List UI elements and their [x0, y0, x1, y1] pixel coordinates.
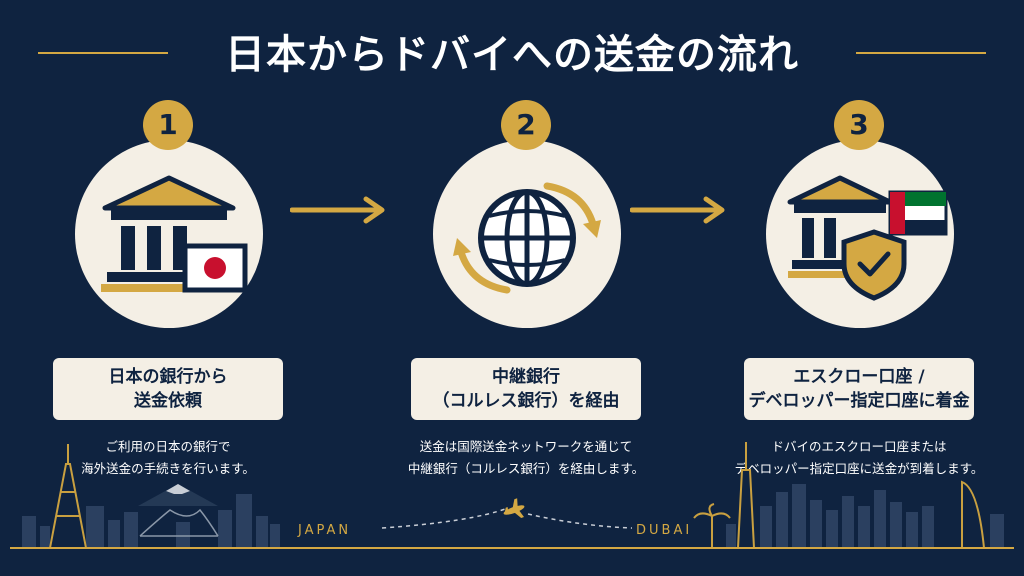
- title-row: 日本からドバイへの送金の流れ: [0, 18, 1024, 82]
- tokyo-skyline: [22, 484, 280, 548]
- flight-path-left: [381, 507, 509, 529]
- step-3-desc-line2: デベロッパー指定口座に送金が到着します。: [734, 461, 984, 476]
- skyline-illustration: [10, 442, 1014, 549]
- page-title: 日本からドバイへの送金の流れ: [225, 32, 799, 78]
- title-line-left: [38, 52, 168, 54]
- step-1-icon-circle: [75, 140, 263, 328]
- step-3-label-line2: デベロッパー指定口座に着金: [748, 391, 970, 411]
- step-2-label-line2: （コルレス銀行）を経由: [432, 391, 620, 411]
- step-3-icon-circle: [766, 140, 954, 328]
- step-2-description: 送金は国際送金ネットワークを通じて 中継銀行（コルレス銀行）を経由します。: [391, 436, 661, 480]
- title-line-right: [856, 52, 986, 54]
- globe-exchange-icon: [453, 182, 601, 294]
- bridge-icon: [139, 508, 219, 537]
- step-2-icon-circle: [433, 140, 621, 328]
- bank-japan-icon: [101, 175, 248, 293]
- arrow-right-icon: [290, 196, 385, 224]
- burj-al-arab-icon: [961, 480, 985, 549]
- burj-khalifa-icon: [737, 442, 755, 549]
- step-2-label: 中継銀行 （コルレス銀行）を経由: [411, 358, 641, 420]
- tokyo-tower-icon: [49, 444, 87, 549]
- step-3-description: ドバイのエスクロー口座または デベロッパー指定口座に送金が到着します。: [724, 436, 994, 480]
- dubai-skyline: [726, 484, 1004, 548]
- step-2-desc-line1: 送金は国際送金ネットワークを通じて: [419, 439, 633, 454]
- palm-tree-icon: [693, 503, 731, 548]
- airplane-icon: [503, 498, 525, 519]
- step-1-desc-line2: 海外送金の手続きを行います。: [81, 461, 255, 476]
- origin-label: JAPAN: [298, 523, 352, 538]
- step-2-label-line1: 中継銀行: [492, 367, 560, 387]
- step-1-desc-line1: ご利用の日本の銀行で: [105, 439, 231, 454]
- arrow-right-icon: [630, 196, 725, 224]
- step-1-label: 日本の銀行から 送金依頼: [53, 358, 283, 420]
- step-3-label: エスクロー口座 / デベロッパー指定口座に着金: [744, 358, 974, 420]
- flight-path-right: [527, 513, 633, 529]
- step-1-badge: 1: [143, 100, 193, 150]
- step-1-description: ご利用の日本の銀行で 海外送金の手続きを行います。: [33, 436, 303, 480]
- step-2-badge: 2: [501, 100, 551, 150]
- step-3-badge: 3: [834, 100, 884, 150]
- step-3-label-line1: エスクロー口座 /: [793, 367, 925, 387]
- step-1-label-line1: 日本の銀行から: [108, 367, 228, 387]
- step-3-desc-line1: ドバイのエスクロー口座または: [771, 439, 947, 454]
- step-1-label-line2: 送金依頼: [134, 391, 202, 411]
- destination-label: DUBAI: [636, 523, 693, 538]
- bank-shield-uae-icon: [787, 175, 948, 301]
- step-2-desc-line2: 中継銀行（コルレス銀行）を経由します。: [407, 461, 645, 476]
